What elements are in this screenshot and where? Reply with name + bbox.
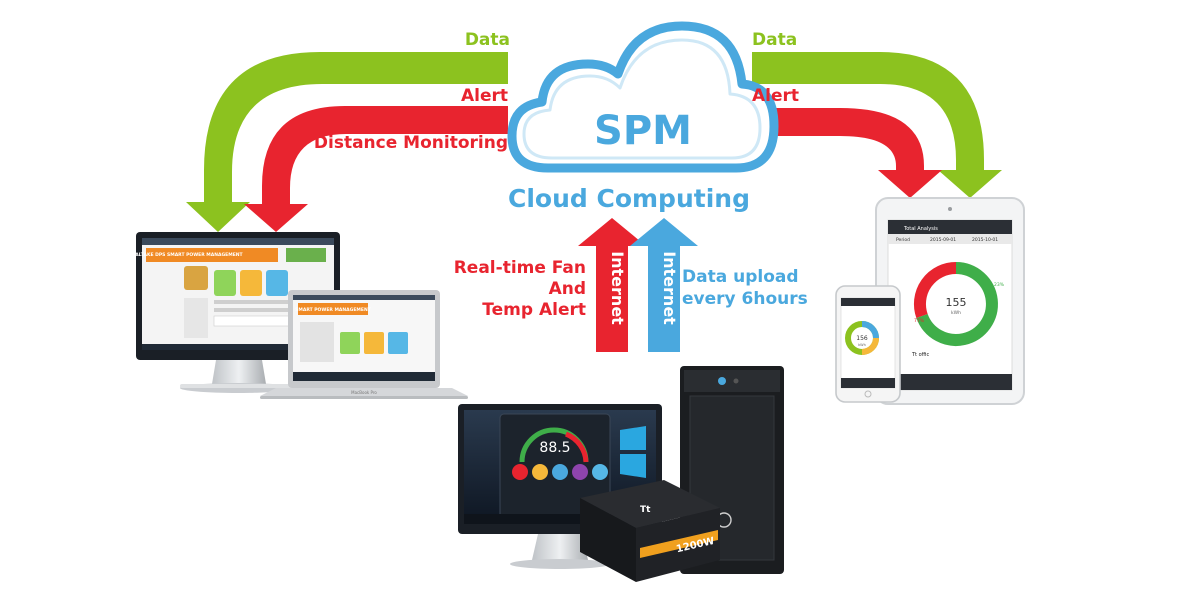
realtime-alert-line-3: Temp Alert — [454, 300, 586, 321]
tablet-donut-unit: kWh — [951, 310, 961, 316]
tablet-title: Total Analysis — [903, 226, 938, 232]
desktop-monitor-header: THERMALTAKE DPS SMART POWER MANAGEMENT — [117, 252, 243, 258]
realtime-alert-note: Real-time Fan And Temp Alert — [454, 258, 586, 321]
tablet-donut-value: 155 — [946, 296, 967, 309]
tablet-pct-b: 77% — [914, 318, 925, 324]
left-alert-label: Alert — [461, 88, 508, 105]
distance-monitoring-label: Distance Monitoring — [314, 135, 508, 152]
data-upload-line-1: Data upload — [682, 266, 808, 288]
cloud-title: SPM — [594, 108, 692, 154]
tablet-period-from: 2015-09-01 — [930, 237, 956, 243]
phone-label: Tt offic — [911, 352, 929, 358]
cloud-computing-label: Cloud Computing — [508, 186, 750, 211]
left-data-label: Data — [465, 32, 510, 49]
tablet-period-to: 2015-10-01 — [972, 237, 998, 243]
phone-donut-unit: kWh — [858, 343, 866, 347]
right-red-alert-arrow — [752, 108, 942, 198]
laptop-device: SMART POWER MANAGEMENT MacBook Pro — [260, 290, 468, 399]
right-data-label: Data — [752, 32, 797, 49]
blue-arrow-internet-label: Internet — [660, 251, 679, 325]
right-alert-label: Alert — [752, 88, 799, 105]
red-arrow-internet-label: Internet — [608, 251, 627, 325]
tablet-period-label: Period — [896, 237, 910, 243]
laptop-header: SMART POWER MANAGEMENT — [295, 307, 372, 313]
left-red-alert-arrow — [244, 106, 508, 232]
realtime-alert-line-1: Real-time Fan — [454, 258, 586, 279]
phone-donut-value: 156 — [856, 335, 868, 342]
laptop-base-label: MacBook Pro — [351, 390, 377, 395]
data-upload-line-2: every 6hours — [682, 288, 808, 310]
pc-monitor-gauge-value: 88.5 — [539, 440, 570, 456]
tablet-pct-a: 23% — [994, 282, 1005, 288]
data-upload-note: Data upload every 6hours — [682, 266, 808, 310]
realtime-alert-line-2: And — [454, 279, 586, 300]
psu-brand: Tt — [640, 505, 651, 515]
